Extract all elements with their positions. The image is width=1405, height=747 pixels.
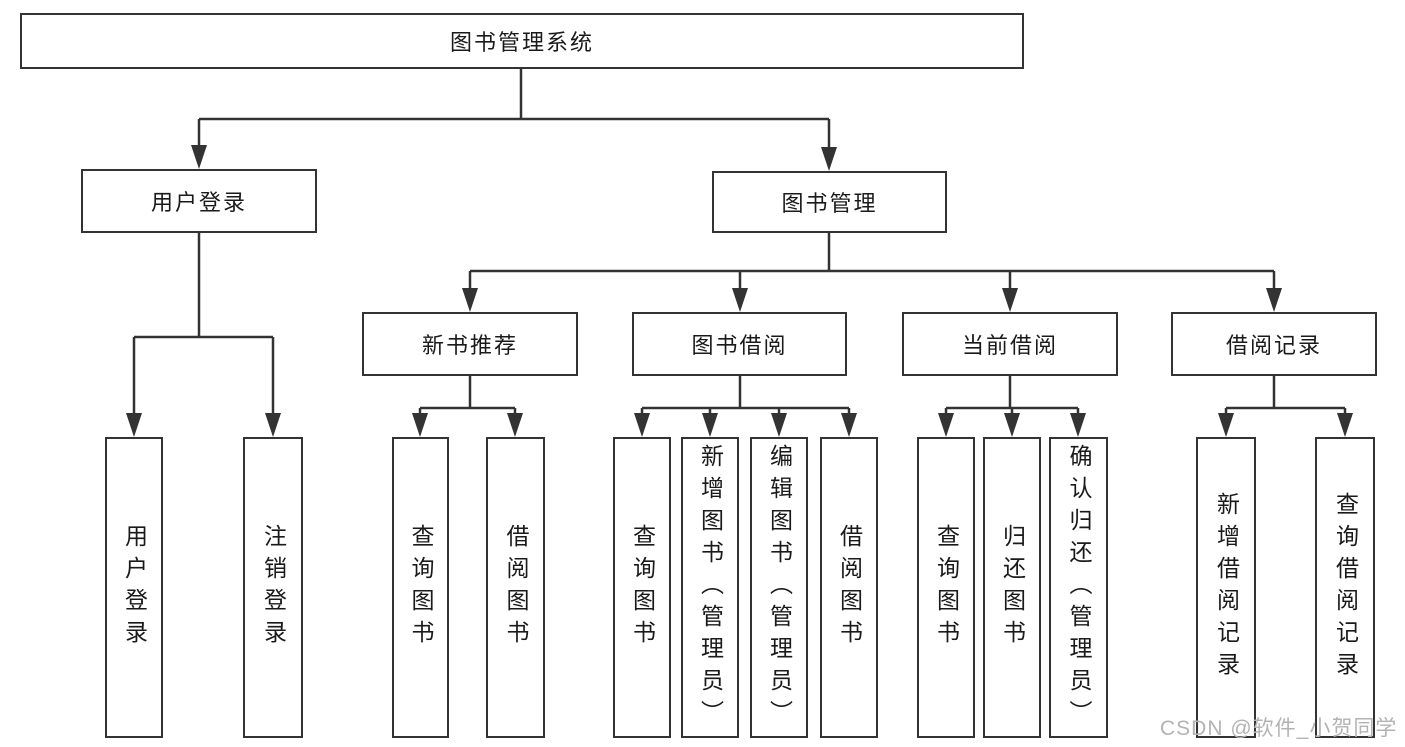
leaf-borrow-books-recommend-label: 借阅图书 [503, 523, 529, 652]
connector-paths [132, 69, 1347, 416]
leaf-query-books-current: 查询图书 [917, 437, 975, 738]
leaf-confirm-return-admin: 确认归还（管理员） [1049, 437, 1108, 738]
leaf-borrow-books-label: 借阅图书 [836, 523, 863, 652]
leaf-logout-label: 注销登录 [260, 523, 287, 652]
leaf-add-borrow-record-label: 新增借阅记录 [1213, 491, 1240, 684]
node-book-management: 图书管理 [712, 171, 947, 233]
leaf-return-books-label: 归还图书 [999, 523, 1026, 652]
node-new-book-recommendation: 新书推荐 [362, 312, 578, 376]
leaf-query-borrow-record-label: 查询借阅记录 [1332, 491, 1359, 684]
leaf-query-books-borrow-label: 查询图书 [629, 523, 656, 652]
node-user-login: 用户登录 [81, 169, 317, 233]
leaf-confirm-return-admin-label: 确认归还（管理员） [1066, 443, 1092, 732]
node-book-borrowing: 图书借阅 [632, 312, 847, 376]
leaf-add-books-admin: 新增图书（管理员） [681, 437, 739, 738]
leaf-logout: 注销登录 [243, 437, 303, 738]
csdn-watermark: CSDN @软件_小贺同学 [1160, 717, 1398, 740]
node-borrowing-records: 借阅记录 [1171, 312, 1377, 376]
leaf-edit-books-admin: 编辑图书（管理员） [750, 437, 808, 738]
leaf-user-login: 用户登录 [105, 437, 163, 738]
leaf-borrow-books: 借阅图书 [820, 437, 878, 738]
leaf-query-books-recommend-label: 查询图书 [408, 523, 434, 652]
leaf-user-login-label: 用户登录 [121, 523, 148, 652]
leaf-borrow-books-recommend: 借阅图书 [486, 437, 545, 738]
leaf-query-books-current-label: 查询图书 [933, 523, 960, 652]
leaf-add-borrow-record: 新增借阅记录 [1196, 437, 1256, 738]
leaf-query-borrow-record: 查询借阅记录 [1315, 437, 1375, 738]
leaf-query-books-recommend: 查询图书 [392, 437, 449, 738]
arrowheads [126, 145, 1353, 437]
node-current-borrowing: 当前借阅 [902, 312, 1118, 376]
leaf-add-books-admin-label: 新增图书（管理员） [697, 443, 724, 732]
leaf-edit-books-admin-label: 编辑图书（管理员） [766, 443, 793, 732]
leaf-return-books: 归还图书 [983, 437, 1041, 738]
node-root-system: 图书管理系统 [20, 13, 1024, 69]
leaf-query-books-borrow: 查询图书 [613, 437, 671, 738]
